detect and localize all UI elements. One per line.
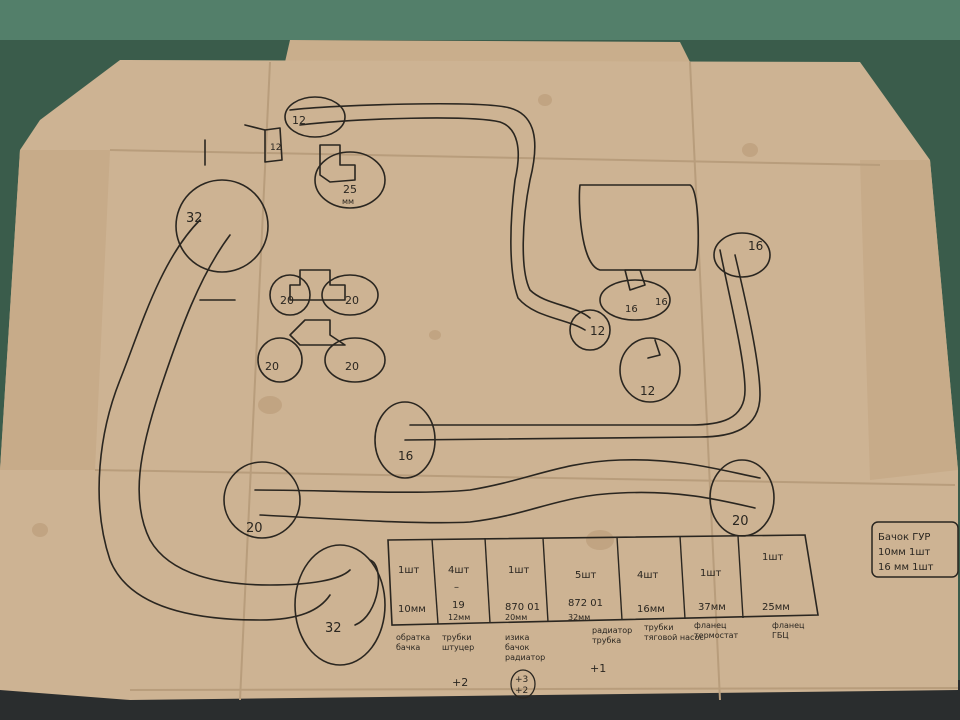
col3-qty: 1шт	[508, 565, 530, 576]
col3-size2: 20мм	[505, 613, 527, 622]
note-line-1: Бачок ГУР	[878, 532, 930, 543]
label-12-bottom: 12	[640, 384, 655, 398]
col2-size2: 12мм	[448, 613, 470, 622]
col1-caption-2: бачка	[396, 643, 420, 652]
label-20-a: 20	[280, 294, 294, 307]
col3-size: 870 01	[505, 602, 540, 613]
top-flap	[285, 40, 690, 62]
label-32-bottom: 32	[325, 621, 342, 636]
col4-caption-2: трубка	[592, 636, 621, 645]
label-20-b: 20	[345, 294, 359, 307]
right-flap	[860, 160, 958, 480]
label-12-t: 12	[270, 143, 281, 153]
col6-qty: 1шт	[700, 568, 722, 579]
col5-caption-1: трубки	[644, 623, 673, 632]
stains	[32, 94, 758, 550]
label-25: 25	[343, 183, 357, 196]
col3-extra-1: +3	[515, 675, 528, 685]
col4-caption-1: радиатор	[592, 626, 632, 635]
col1-qty: 1шт	[398, 565, 420, 576]
note-box	[871, 521, 959, 578]
col4-size: 872 01	[568, 598, 603, 609]
col3-caption-2: бачок	[505, 643, 529, 652]
gur-note: Бачок ГУР 10мм 1шт 16 мм 1шт	[871, 521, 959, 578]
label-20-c: 20	[265, 360, 279, 373]
col5-caption-2: тяговой насос	[644, 633, 704, 642]
fold-lines	[94, 61, 959, 701]
label-16-right: 16	[748, 239, 763, 253]
col4-size2: 32мм	[568, 613, 590, 622]
note-line-2: 10мм 1шт	[878, 547, 931, 558]
col2-mid: –	[454, 582, 459, 593]
label-16-a: 16	[625, 304, 638, 315]
col2-size: 19	[452, 600, 465, 611]
col2-caption-2: штуцер	[442, 643, 474, 652]
col7-qty: 1шт	[762, 552, 784, 563]
col2-extra: +2	[452, 676, 468, 689]
cardboard-sheet	[0, 60, 958, 700]
background-wall-top	[0, 0, 960, 40]
col1-size: 10мм	[398, 604, 426, 615]
col3-caption-3: радиатор	[505, 653, 545, 662]
col6-caption-1: фланец	[694, 621, 727, 630]
label-12-reservoir: 12	[590, 324, 605, 338]
col6-size: 37мм	[698, 602, 726, 613]
label-25-unit: мм	[342, 197, 354, 206]
col6-caption-2: термостат	[694, 631, 739, 640]
note-line-3: 16 мм 1шт	[878, 562, 934, 573]
label-16-b: 16	[655, 297, 668, 308]
col2-caption-1: трубки	[442, 633, 471, 642]
col4-extra: +1	[590, 662, 606, 675]
parts-table	[387, 534, 819, 626]
label-20-left: 20	[246, 521, 263, 536]
label-20-right: 20	[732, 514, 749, 529]
col4-qty: 5шт	[575, 570, 597, 581]
col5-size: 16мм	[637, 604, 665, 615]
label-12-top: 12	[292, 114, 306, 127]
hose-sketches	[98, 96, 775, 666]
col3-extra-2: +2	[515, 686, 528, 696]
col2-qty: 4шт	[448, 565, 470, 576]
label-20-d: 20	[345, 360, 359, 373]
left-flap	[0, 150, 110, 470]
size-labels: 12 12 25 мм 32 20 20 20 20 16 16 16 12 1…	[186, 114, 763, 636]
label-16-hose: 16	[398, 449, 413, 463]
col1-caption-1: обратка	[396, 633, 430, 642]
col5-qty: 4шт	[637, 570, 659, 581]
table-text: 1шт 10мм обратка бачка 4шт – 19 12мм тру…	[396, 552, 805, 699]
col3-extra-circle	[510, 669, 536, 699]
col7-caption-2: ГБЦ	[772, 631, 789, 640]
col7-caption-1: фланец	[772, 621, 805, 630]
col3-caption-1: изика	[505, 633, 529, 642]
label-32-top: 32	[186, 211, 203, 226]
col7-size: 25мм	[762, 602, 790, 613]
table-dividers	[431, 535, 744, 625]
